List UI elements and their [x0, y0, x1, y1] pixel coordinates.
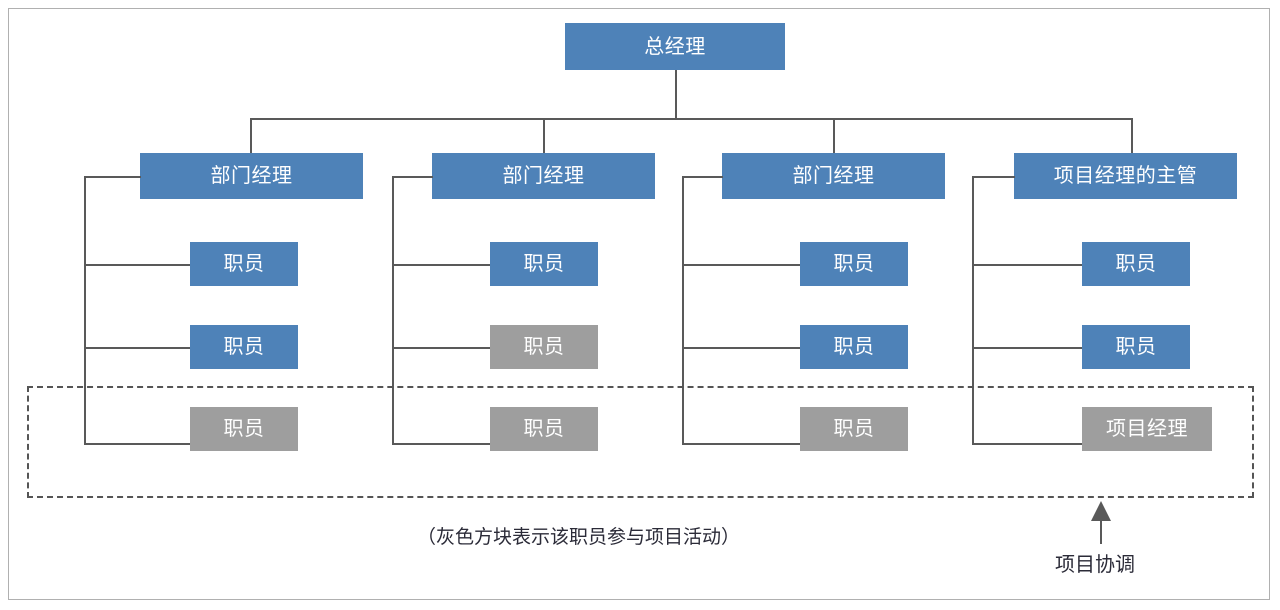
connector-col-3-branch-3 — [682, 443, 800, 445]
connector-col-4-branch-3 — [972, 443, 1082, 445]
node-label: 职员 — [1115, 253, 1157, 275]
node-label: 职员 — [223, 336, 265, 358]
node-col-2-head[interactable]: 部门经理 — [432, 153, 655, 199]
connector-distribution-bus — [250, 118, 1131, 120]
connector-col-2-branch-2 — [392, 347, 490, 349]
node-label: 项目经理的主管 — [1053, 165, 1198, 187]
node-col-1-child-2[interactable]: 职员 — [190, 325, 298, 369]
connector-col-1-branch-3 — [84, 443, 190, 445]
node-col-2-child-1[interactable]: 职员 — [490, 242, 598, 286]
connector-col-1-branch-1 — [84, 264, 190, 266]
diagram-frame — [8, 8, 1270, 600]
connector-col-3-branch-1 — [682, 264, 800, 266]
up-arrow-icon — [1091, 501, 1111, 544]
connector-col-1-branch-2 — [84, 347, 190, 349]
project-participation-region — [27, 386, 1254, 498]
node-col-2-child-2[interactable]: 职员 — [490, 325, 598, 369]
node-col-1-child-1[interactable]: 职员 — [190, 242, 298, 286]
connector-bus-drop-col-4 — [1131, 118, 1133, 153]
connector-col-3-trunk — [682, 176, 684, 444]
node-col-1-head[interactable]: 部门经理 — [140, 153, 363, 199]
connector-bus-drop-col-1 — [250, 118, 252, 153]
node-col-3-child-2[interactable]: 职员 — [800, 325, 908, 369]
node-col-4-head[interactable]: 项目经理的主管 — [1014, 153, 1237, 199]
annotation-label-text: 项目协调 — [1055, 554, 1135, 576]
node-label: 职员 — [833, 336, 875, 358]
node-label: 项目经理 — [1106, 418, 1188, 440]
node-col-1-child-3[interactable]: 职员 — [190, 407, 298, 451]
node-label: 职员 — [1115, 336, 1157, 358]
node-label: 职员 — [833, 253, 875, 275]
connector-col-4-branch-1 — [972, 264, 1082, 266]
connector-bus-drop-col-3 — [833, 118, 835, 153]
node-label: 职员 — [833, 418, 875, 440]
connector-bus-drop-col-2 — [543, 118, 545, 153]
connector-col-4-branch-2 — [972, 347, 1082, 349]
connector-col-2-trunk — [392, 176, 394, 444]
connector-col-1-head-branch — [84, 176, 141, 178]
node-label: 部门经理 — [792, 165, 875, 187]
node-col-4-child-2[interactable]: 职员 — [1082, 325, 1190, 369]
connector-col-3-branch-2 — [682, 347, 800, 349]
node-col-3-child-3[interactable]: 职员 — [800, 407, 908, 451]
connector-col-1-trunk — [84, 176, 86, 444]
annotation-label: 项目协调 — [1055, 548, 1135, 577]
legend-caption: （灰色方块表示该职员参与项目活动） — [417, 522, 740, 549]
node-label: 职员 — [223, 418, 265, 440]
connector-col-4-head-branch — [972, 176, 1015, 178]
connector-col-2-branch-1 — [392, 264, 490, 266]
connector-col-2-head-branch — [392, 176, 433, 178]
node-col-4-child-1[interactable]: 职员 — [1082, 242, 1190, 286]
connector-col-2-branch-3 — [392, 443, 490, 445]
node-label: 职员 — [523, 418, 565, 440]
legend-caption-text: （灰色方块表示该职员参与项目活动） — [417, 527, 741, 548]
node-col-4-child-3[interactable]: 项目经理 — [1082, 407, 1212, 451]
node-general-manager[interactable]: 总经理 — [565, 23, 785, 70]
node-col-2-child-3[interactable]: 职员 — [490, 407, 598, 451]
node-label: 部门经理 — [502, 165, 585, 187]
connector-col-4-trunk — [972, 176, 974, 444]
node-label: 职员 — [223, 253, 265, 275]
connector-gm-drop — [675, 70, 677, 118]
connector-col-3-head-branch — [682, 176, 723, 178]
node-label: 总经理 — [644, 35, 706, 58]
node-label: 职员 — [523, 336, 565, 358]
node-label: 职员 — [523, 253, 565, 275]
node-label: 部门经理 — [210, 165, 293, 187]
node-col-3-child-1[interactable]: 职员 — [800, 242, 908, 286]
node-col-3-head[interactable]: 部门经理 — [722, 153, 945, 199]
